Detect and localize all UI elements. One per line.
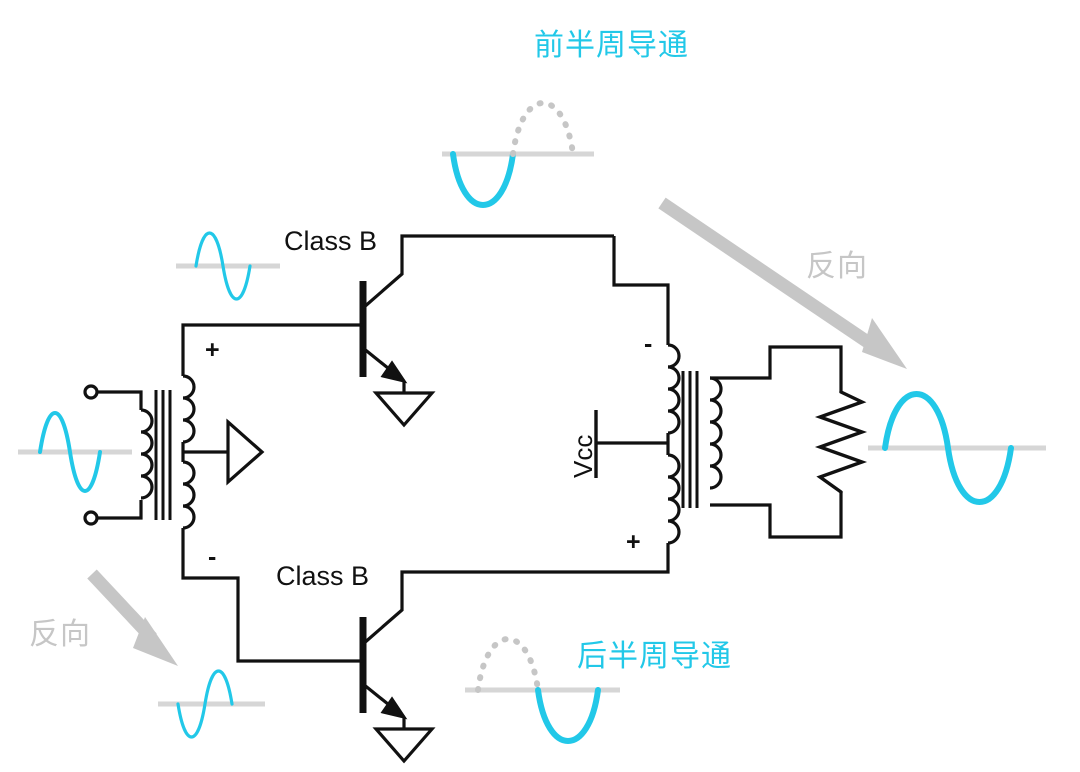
input-secondary-plus-sign: + <box>205 336 220 364</box>
vcc-label: Vcc <box>568 434 598 478</box>
class-b-label-top: Class B <box>284 226 378 256</box>
output-primary-plus-sign: + <box>626 528 641 556</box>
top-base-drive-wave <box>176 231 280 301</box>
class-b-label-bottom: Class B <box>276 561 370 591</box>
top-transistor <box>359 234 614 393</box>
bottom-conduction-label: 后半周导通 <box>577 640 732 673</box>
reverse-arrow-bottom-left-icon <box>87 569 178 666</box>
input-transformer-primary-coil <box>140 408 154 500</box>
input-secondary-minus-sign: - <box>208 543 217 571</box>
load-resistor <box>814 390 868 494</box>
reverse-arrow-top-right-icon <box>658 197 907 369</box>
output-transformer-primary-coil <box>596 236 681 574</box>
output-transformer-core <box>681 371 699 508</box>
output-primary-minus-sign: - <box>644 330 653 358</box>
output-transformer-secondary-coil <box>709 376 723 490</box>
top-half-cycle-wave <box>442 100 594 208</box>
center-tap-direction-arrow-icon <box>226 418 265 486</box>
input-source-wave <box>18 411 132 493</box>
bottom-base-drive-wave <box>158 669 265 739</box>
top-conduction-label: 前半周导通 <box>534 29 689 62</box>
bottom-transistor <box>359 570 614 729</box>
output-load-wiring <box>710 345 843 539</box>
input-transformer-core <box>154 390 172 520</box>
output-load-wave <box>868 391 1046 505</box>
top-ground <box>372 391 436 428</box>
input-source-terminals <box>83 384 143 526</box>
reverse-label-bottom-left: 反向 <box>29 618 91 651</box>
bottom-ground <box>372 727 436 764</box>
bottom-half-cycle-wave <box>465 636 620 744</box>
input-transformer-secondary-coil <box>181 323 360 663</box>
reverse-label-top-right: 反向 <box>806 250 868 283</box>
